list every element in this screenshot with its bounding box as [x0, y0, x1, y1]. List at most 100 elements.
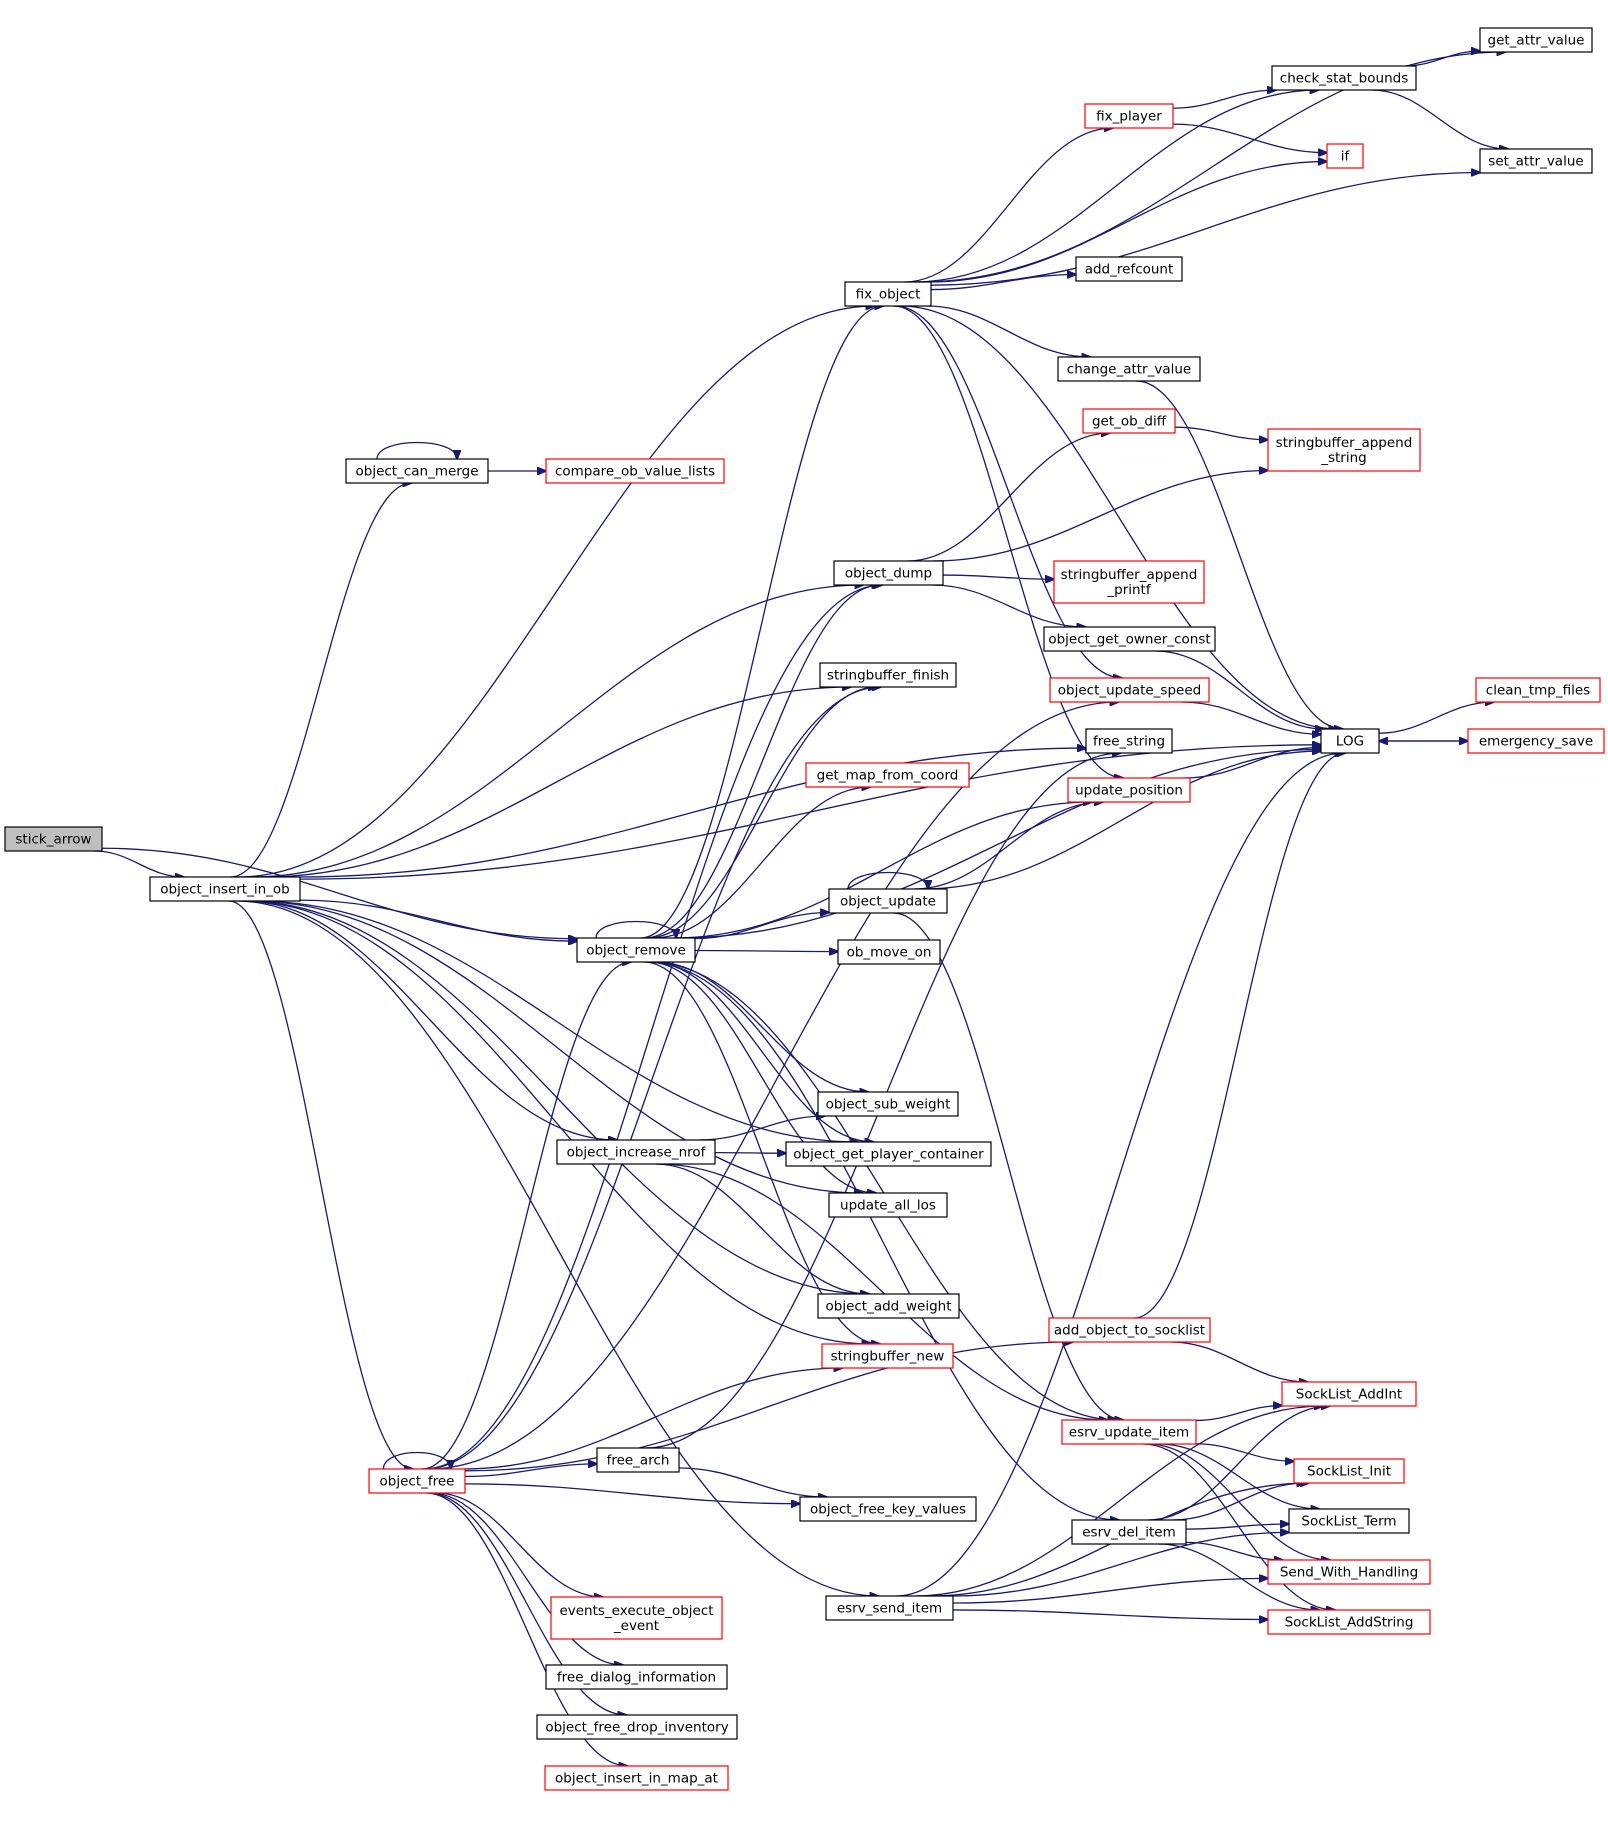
- edge-object_free-to-object_remove: [421, 962, 631, 1470]
- edge-fix_object-to-check_stat_bounds: [913, 90, 1318, 283]
- node-box-object_insert_in_ob: [149, 876, 301, 902]
- node-if[interactable]: if: [1326, 143, 1364, 169]
- edge-esrv_del_item-to-SockList_Term: [1185, 1524, 1289, 1530]
- node-stringbuffer_append_string[interactable]: stringbuffer_append_string: [1267, 428, 1421, 472]
- node-object_dump[interactable]: object_dump: [833, 560, 944, 586]
- edge-esrv_del_item-to-Send_With_Handling: [1185, 1541, 1283, 1560]
- node-object_insert_in_map_at[interactable]: object_insert_in_map_at: [544, 1765, 729, 1791]
- edge-object_remove-to-ob_move_on: [694, 950, 838, 951]
- node-free_arch[interactable]: free_arch: [596, 1447, 680, 1473]
- node-LOG[interactable]: LOG: [1320, 728, 1380, 754]
- node-box-LOG: [1320, 728, 1380, 754]
- node-label-object_remove: object_remove: [586, 943, 686, 959]
- node-label-object_update_speed: object_update_speed: [1058, 683, 1201, 699]
- edge-esrv_del_item-to-SockList_Init: [1172, 1483, 1305, 1521]
- node-add_object_to_socklist[interactable]: add_object_to_socklist: [1048, 1317, 1211, 1343]
- node-clean_tmp_files[interactable]: clean_tmp_files: [1475, 677, 1601, 703]
- edge-object_free-to-stringbuffer_finish: [424, 687, 881, 1470]
- node-object_update_speed[interactable]: object_update_speed: [1049, 677, 1210, 703]
- node-stringbuffer_append_printf[interactable]: stringbuffer_append_printf: [1053, 560, 1205, 604]
- node-change_attr_value[interactable]: change_attr_value: [1057, 356, 1201, 382]
- node-object_free_drop_inventory[interactable]: object_free_drop_inventory: [536, 1714, 738, 1740]
- edge-object_free-to-events_execute_object_event: [436, 1492, 603, 1597]
- edge-object_remove-to-update_all_los: [647, 961, 876, 1193]
- node-fix_player[interactable]: fix_player: [1084, 103, 1174, 129]
- edge-check_stat_bounds-to-set_attr_value: [1371, 89, 1508, 149]
- edge-esrv_send_item-to-SockList_AddString: [952, 1609, 1268, 1620]
- node-esrv_del_item[interactable]: esrv_del_item: [1071, 1519, 1187, 1545]
- node-add_refcount[interactable]: add_refcount: [1075, 256, 1183, 282]
- edge-object_remove-to-object_sub_weight: [655, 961, 869, 1092]
- edge-fix_object-to-LOG: [900, 305, 1337, 729]
- edge-fix_object-to-object_update_speed: [895, 305, 1122, 678]
- node-object_update[interactable]: object_update: [828, 888, 948, 914]
- node-esrv_send_item[interactable]: esrv_send_item: [825, 1595, 954, 1621]
- edge-add_object_to_socklist-to-LOG: [1133, 753, 1346, 1319]
- node-object_get_owner_const[interactable]: object_get_owner_const: [1043, 626, 1216, 652]
- node-object_free_key_values[interactable]: object_free_key_values: [799, 1496, 977, 1522]
- node-label-free_dialog_information: free_dialog_information: [557, 1670, 716, 1686]
- node-box-object_free_drop_inventory: [536, 1714, 738, 1740]
- node-fix_object[interactable]: fix_object: [844, 281, 932, 307]
- node-emergency_save[interactable]: emergency_save: [1467, 728, 1605, 754]
- node-stringbuffer_new[interactable]: stringbuffer_new: [821, 1343, 954, 1369]
- node-free_string[interactable]: free_string: [1085, 728, 1173, 754]
- node-stick_arrow[interactable]: stick_arrow: [4, 826, 103, 852]
- edge-object_get_owner_const-to-LOG: [1155, 650, 1324, 729]
- node-label-stringbuffer_append_printf-line-0: stringbuffer_append: [1061, 567, 1198, 583]
- node-get_ob_diff[interactable]: get_ob_diff: [1082, 408, 1176, 434]
- node-check_stat_bounds[interactable]: check_stat_bounds: [1271, 65, 1417, 91]
- edge-object_remove-to-esrv_update_item: [648, 961, 1116, 1420]
- node-label-stringbuffer_finish: stringbuffer_finish: [827, 668, 949, 684]
- node-SockList_Init[interactable]: SockList_Init: [1293, 1458, 1405, 1484]
- node-get_attr_value[interactable]: get_attr_value: [1479, 27, 1593, 53]
- node-SockList_AddString[interactable]: SockList_AddString: [1267, 1609, 1431, 1635]
- edge-object_update-to-LOG: [922, 751, 1321, 890]
- node-object_insert_in_ob[interactable]: object_insert_in_ob: [149, 876, 301, 902]
- edge-object_free-to-object_update_speed: [427, 702, 1119, 1470]
- node-box-object_increase_nrof: [556, 1139, 716, 1165]
- edge-object_increase_nrof-to-object_get_player_container: [714, 1153, 786, 1154]
- node-label-update_position: update_position: [1075, 783, 1183, 799]
- edge-stick_arrow-to-object_remove: [101, 847, 577, 939]
- node-object_get_player_container[interactable]: object_get_player_container: [785, 1141, 992, 1167]
- node-set_attr_value[interactable]: set_attr_value: [1479, 148, 1593, 174]
- node-object_increase_nrof[interactable]: object_increase_nrof: [556, 1139, 716, 1165]
- edge-fix_object-to-add_refcount: [930, 274, 1076, 291]
- node-update_position[interactable]: update_position: [1067, 777, 1191, 803]
- node-object_sub_weight[interactable]: object_sub_weight: [817, 1091, 959, 1117]
- node-label-esrv_del_item: esrv_del_item: [1082, 1525, 1176, 1541]
- node-object_free[interactable]: object_free: [368, 1468, 466, 1494]
- node-label-esrv_update_item: esrv_update_item: [1069, 1425, 1189, 1441]
- node-label-fix_player: fix_player: [1096, 109, 1162, 125]
- edge-esrv_update_item-to-SockList_AddInt: [1195, 1406, 1282, 1422]
- node-compare_ob_value_lists[interactable]: compare_ob_value_lists: [545, 458, 725, 484]
- node-SockList_AddInt[interactable]: SockList_AddInt: [1281, 1381, 1417, 1407]
- node-esrv_update_item[interactable]: esrv_update_item: [1061, 1419, 1197, 1445]
- node-object_add_weight[interactable]: object_add_weight: [817, 1293, 960, 1319]
- node-object_remove[interactable]: object_remove: [576, 937, 696, 963]
- node-update_all_los[interactable]: update_all_los: [828, 1192, 948, 1218]
- node-events_execute_object_event[interactable]: events_execute_object_event: [550, 1596, 723, 1640]
- edge-object_dump-to-stringbuffer_append_string: [932, 471, 1268, 562]
- node-label-object_free_key_values: object_free_key_values: [810, 1502, 966, 1518]
- node-ob_move_on[interactable]: ob_move_on: [837, 939, 941, 965]
- node-object_can_merge[interactable]: object_can_merge: [345, 458, 489, 484]
- node-get_map_from_coord[interactable]: get_map_from_coord: [805, 762, 970, 788]
- edge-object_free-to-object_free_drop_inventory: [427, 1492, 627, 1715]
- node-box-compare_ob_value_lists: [545, 458, 725, 484]
- node-Send_With_Handling[interactable]: Send_With_Handling: [1267, 1559, 1431, 1585]
- node-stringbuffer_finish[interactable]: stringbuffer_finish: [819, 662, 957, 688]
- edge-object_insert_in_ob-to-object_get_player_container: [255, 900, 858, 1142]
- edge-object_update_speed-to-LOG: [1181, 701, 1321, 734]
- edge-esrv_send_item-to-LOG: [895, 753, 1344, 1597]
- node-label-object_free: object_free: [380, 1474, 455, 1490]
- edge-object_update-to-update_position: [914, 802, 1103, 890]
- node-label-object_insert_in_map_at: object_insert_in_map_at: [555, 1771, 718, 1787]
- edge-fix_object-to-get_attr_value: [918, 52, 1506, 283]
- node-free_dialog_information[interactable]: free_dialog_information: [545, 1664, 728, 1690]
- node-label-set_attr_value: set_attr_value: [1488, 154, 1583, 170]
- edge-object_remove-to-update_position: [672, 802, 1092, 939]
- node-SockList_Term[interactable]: SockList_Term: [1288, 1508, 1410, 1534]
- edge-object_remove-to-object_get_player_container: [650, 961, 874, 1142]
